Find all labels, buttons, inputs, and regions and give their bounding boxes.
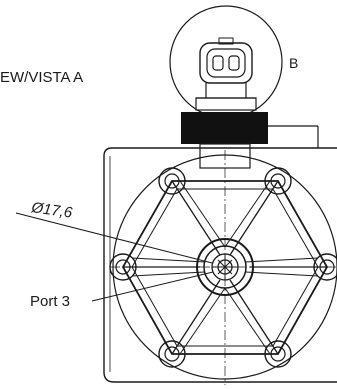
threaded-ring — [181, 112, 268, 144]
pump-body — [103, 147, 337, 383]
port-leader-line — [91, 271, 214, 302]
detail-label: B — [289, 55, 298, 71]
center-lines — [110, 150, 337, 385]
port-label: Port 3 — [30, 293, 70, 310]
detail-b-view — [169, 5, 283, 119]
diameter-dimension-label: Ø17,6 — [29, 199, 73, 222]
dimension-leader-line — [15, 212, 213, 264]
view-label: EW/VISTA A — [0, 69, 83, 86]
connector-housing — [181, 97, 319, 169]
